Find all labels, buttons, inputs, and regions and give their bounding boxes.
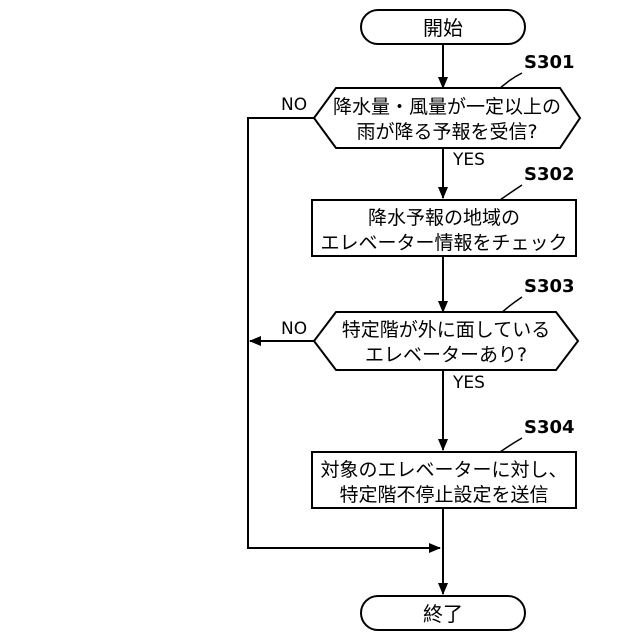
leader-s304 <box>500 438 522 452</box>
step-label-s302: S302 <box>524 164 575 185</box>
s304-text-line2: 特定階不停止設定を送信 <box>339 484 548 506</box>
s304-text-line1: 対象のエレベーターに対し、 <box>320 459 567 481</box>
s303-text-line1: 特定階が外に面している <box>342 319 550 341</box>
step-label-s304: S304 <box>524 417 575 438</box>
leader-s302 <box>500 185 522 200</box>
s303-no-label: NO <box>281 319 307 339</box>
step-label-s301: S301 <box>524 52 575 73</box>
start-label: 開始 <box>423 16 463 40</box>
s303-text-line2: エレベーターあり? <box>365 344 527 366</box>
step-label-s303: S303 <box>524 276 575 297</box>
s301-no-label: NO <box>281 95 307 115</box>
s302-text-line2: エレベーター情報をチェック <box>320 232 567 254</box>
s301-text-line1: 降水量・風量が一定以上の <box>333 96 561 118</box>
s301-text-line2: 雨が降る予報を受信? <box>356 121 537 143</box>
s301-yes-label: YES <box>452 150 485 170</box>
end-label: 終了 <box>423 602 463 626</box>
s303-yes-label: YES <box>452 373 485 393</box>
s302-text-line1: 降水予報の地域の <box>368 207 520 229</box>
